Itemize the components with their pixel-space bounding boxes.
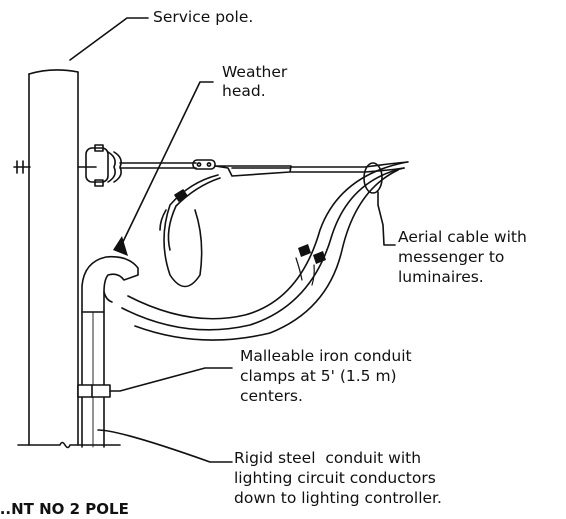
service-pole [17, 69, 121, 449]
messenger-clamp [85, 144, 122, 187]
service-pole-label: Service pole. [153, 8, 254, 26]
rigid-conduit-leader [97, 429, 233, 463]
rigid-conduit-label: Rigid steel conduit with lighting circui… [234, 449, 442, 507]
weather-head-label: Weather head. [222, 63, 288, 100]
aerial-cable-label: Aerial cable with messenger to luminaire… [398, 228, 527, 286]
service-pole-leader [69, 17, 149, 61]
cut-off-caption: ...NT NO 2 POLE [0, 500, 129, 518]
weather-head-leader [119, 81, 214, 249]
aerial-cable-leader [363, 162, 396, 246]
weather-head [81, 255, 139, 313]
drip-loop [159, 174, 221, 288]
cable-wraps [298, 244, 326, 264]
aerial-cable-loop [121, 161, 408, 341]
clamps-leader [109, 367, 233, 392]
through-bolt [13, 160, 97, 174]
rigid-conduit [81, 311, 105, 448]
conduit-clamp [77, 384, 111, 398]
clamps-label: Malleable iron conduit clamps at 5' (1.5… [240, 347, 412, 405]
